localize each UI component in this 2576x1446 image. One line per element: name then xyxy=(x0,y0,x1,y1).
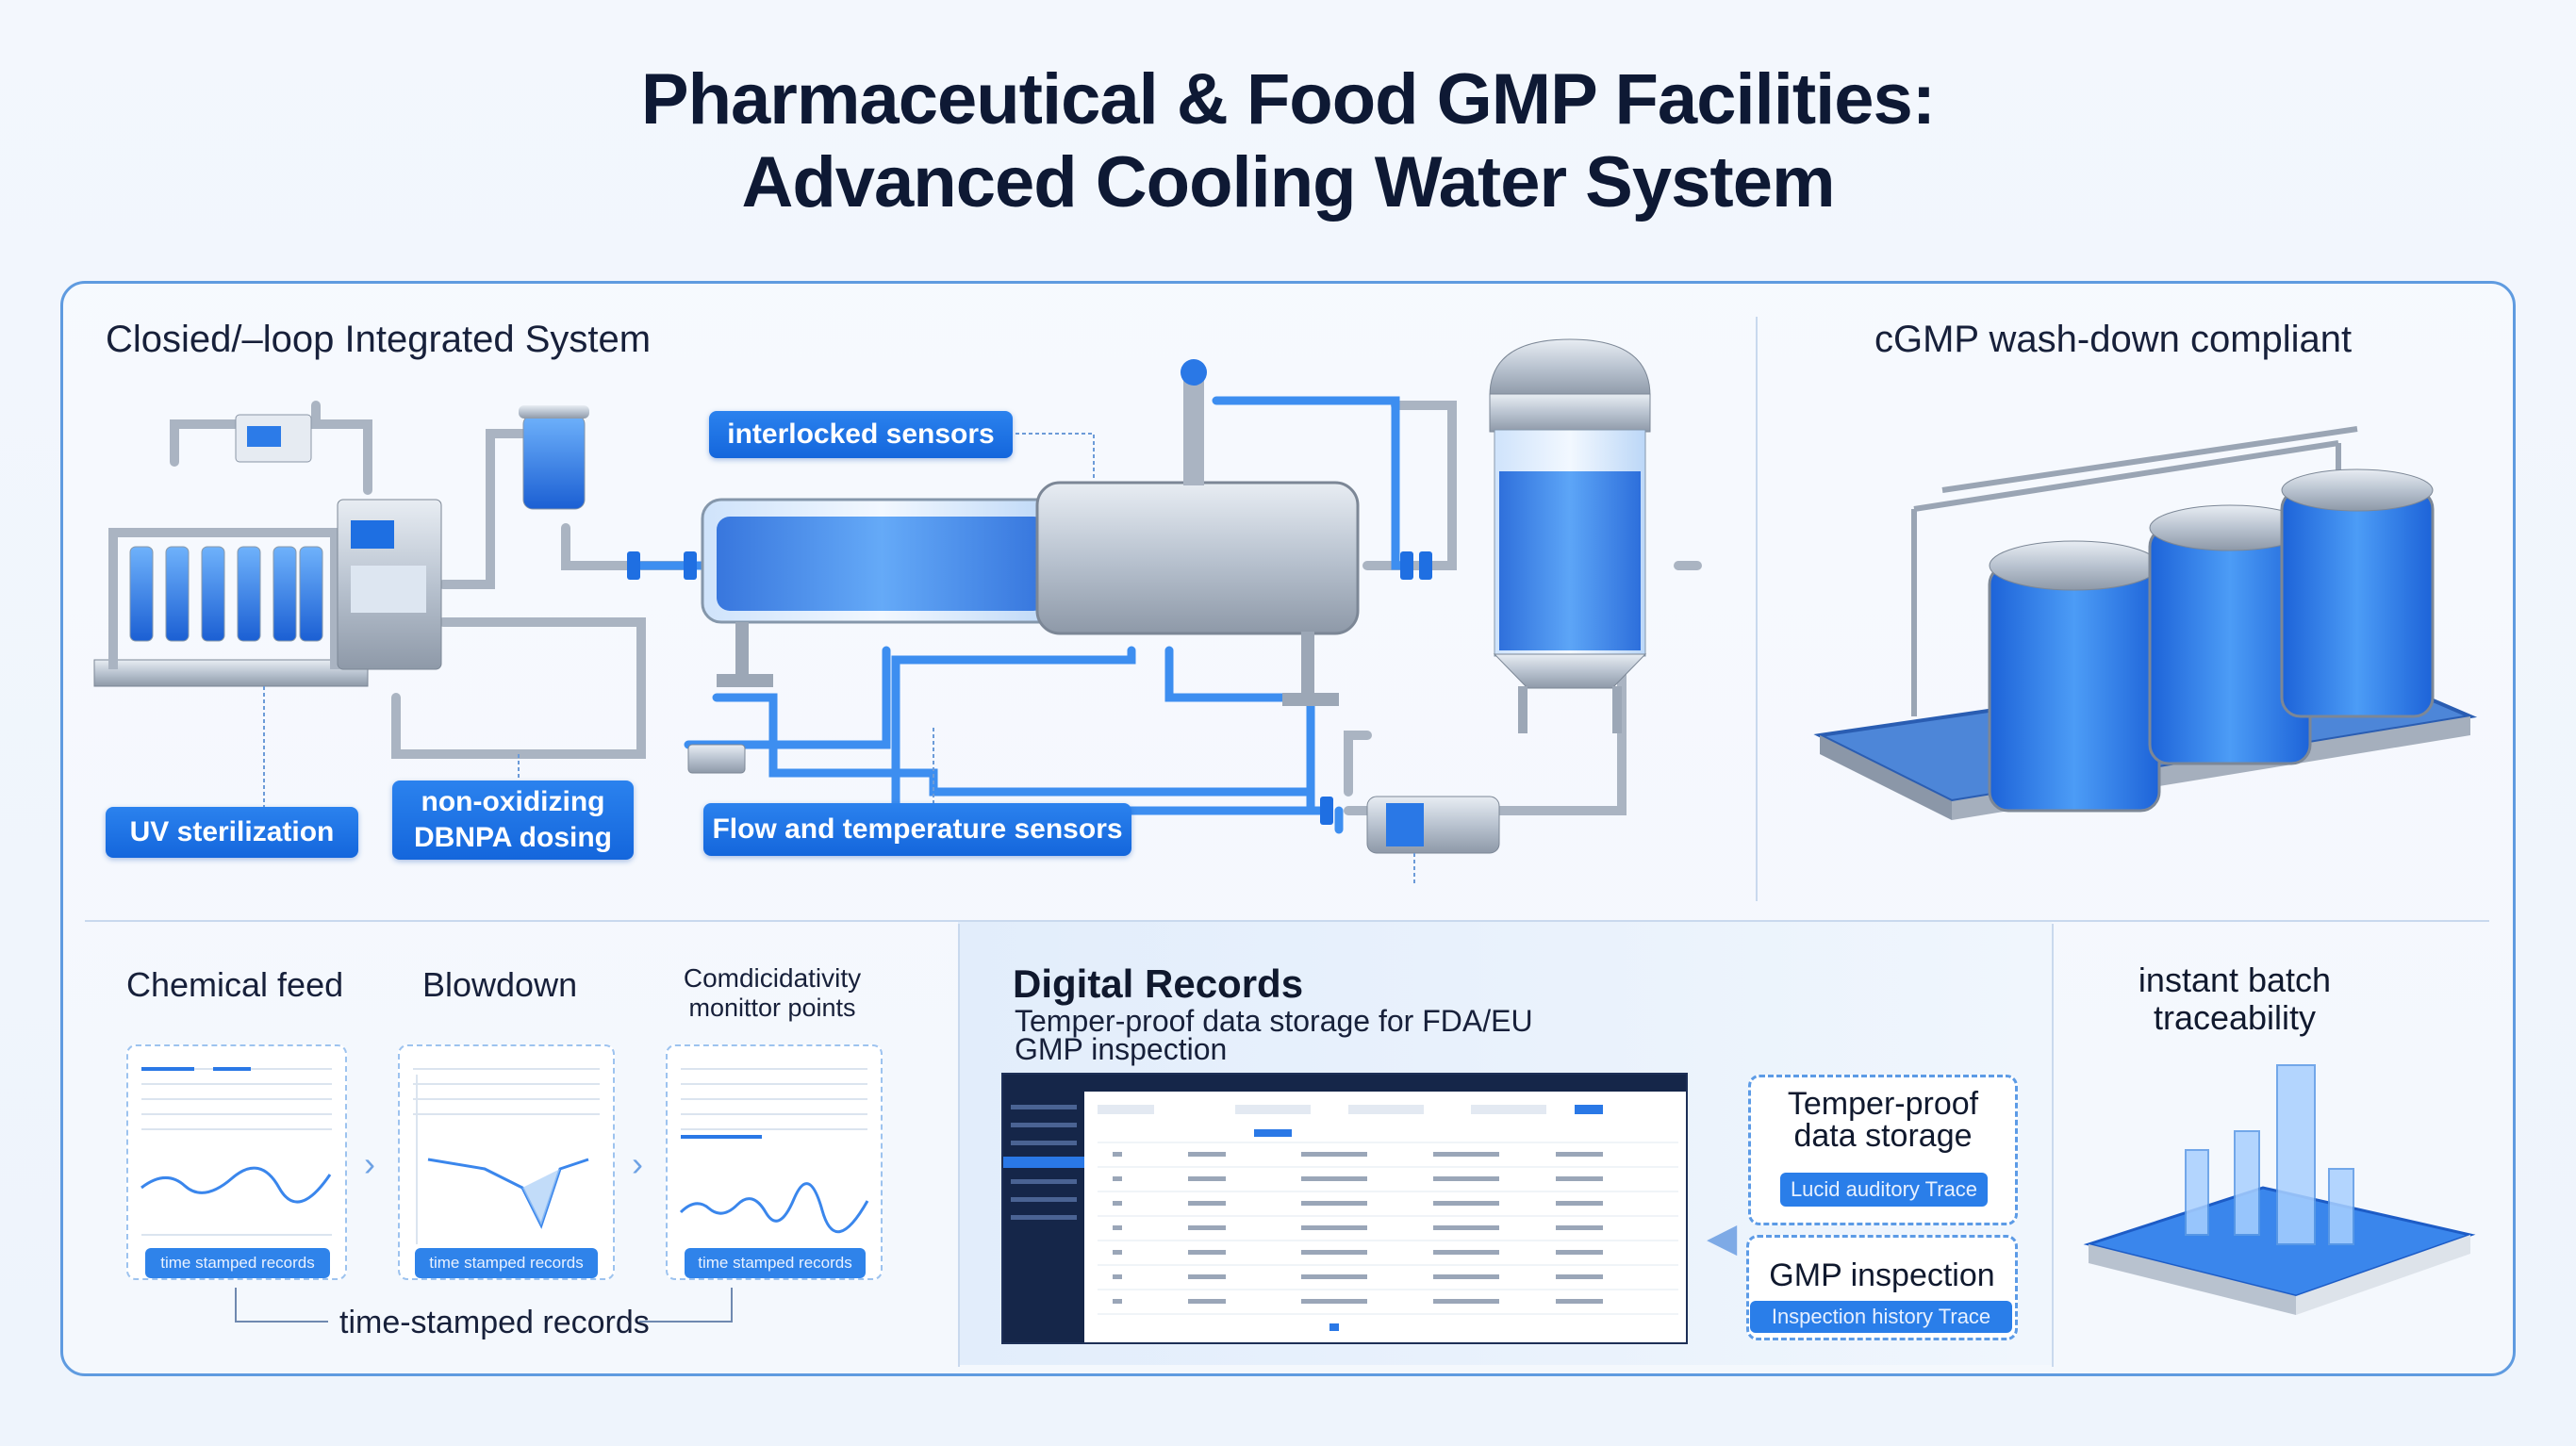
digital-records-subtitle-line1: Temper-proof data storage for FDA/EU xyxy=(1015,1004,1533,1038)
batch-traceability-line2: traceability xyxy=(2153,998,2317,1037)
arrow-right-icon: › xyxy=(364,1144,375,1183)
dbnpa-dosing-tag: non-oxidizing DBNPA dosing xyxy=(392,781,634,860)
time-stamped-records-label: time-stamped records xyxy=(339,1305,650,1340)
record-card-chemical-button[interactable]: time stamped records xyxy=(145,1248,330,1278)
record-card-blowdown-button[interactable]: time stamped records xyxy=(415,1248,598,1278)
digital-records-subtitle-line2: GMP inspection xyxy=(1015,1032,1228,1066)
dashboard-sidebar xyxy=(1003,1092,1084,1342)
records-dashboard xyxy=(1001,1073,1688,1344)
dashboard-table xyxy=(1098,1105,1678,1331)
dashboard-sidebar-active[interactable] xyxy=(1003,1157,1084,1168)
record-card-blowdown xyxy=(398,1044,615,1280)
record-card-chemical xyxy=(126,1044,347,1280)
dbnpa-dosing-line2: DBNPA dosing xyxy=(414,822,612,853)
page-title-line1: Pharmaceutical & Food GMP Facilities: xyxy=(640,59,1936,140)
tamper-proof-line2: data storage xyxy=(1793,1118,1973,1154)
tamper-proof-title: Temper-proof data storage xyxy=(1748,1088,2018,1152)
vertical-divider-top xyxy=(1756,317,1758,901)
conductivity-line1: Comdicidativity xyxy=(683,963,862,993)
interlocked-sensors-tag: interlocked sensors xyxy=(709,411,1013,458)
digital-records-heading: Digital Records xyxy=(1013,961,1304,1006)
record-card-conductivity xyxy=(666,1044,883,1280)
dbnpa-dosing-line1: non-oxidizing xyxy=(421,786,605,817)
inspection-history-button[interactable]: Inspection history Trace xyxy=(1750,1301,2012,1333)
tamper-proof-line1: Temper-proof xyxy=(1787,1086,1979,1122)
digital-records-subtitle: Temper-proof data storage for FDA/EU GMP… xyxy=(1015,1004,1533,1066)
page-title-line2: Advanced Cooling Water System xyxy=(741,142,1835,222)
horizontal-divider xyxy=(85,920,2489,922)
uv-sterilization-tag: UV sterilization xyxy=(106,807,358,858)
conductivity-line2: monittor points xyxy=(688,994,856,1022)
dashboard-topbar xyxy=(1003,1075,1686,1092)
vertical-divider-bottom-left xyxy=(958,924,960,1367)
arrow-right-icon: › xyxy=(632,1144,643,1183)
batch-traceability-label: instant batch traceability xyxy=(2074,961,2395,1037)
record-card-conductivity-chart xyxy=(679,1068,869,1233)
vertical-divider-bottom-right xyxy=(2052,924,2054,1367)
flow-temperature-sensors-tag: Flow and temperature sensors xyxy=(703,803,1131,856)
record-card-blowdown-chart xyxy=(413,1068,600,1244)
conductivity-label: Comdicidativity monittor points xyxy=(664,963,881,1023)
closed-loop-heading: Closied/–loop Integrated System xyxy=(106,319,652,360)
cgmp-heading: cGMP wash-down compliant xyxy=(1874,319,2353,360)
record-card-conductivity-button[interactable]: time stamped records xyxy=(685,1248,866,1278)
blowdown-label: Blowdown xyxy=(422,965,578,1004)
chemical-feed-label: Chemical feed xyxy=(126,965,344,1004)
batch-traceability-line1: instant batch xyxy=(2138,961,2332,999)
audit-trail-button[interactable]: Lucid auditory Trace xyxy=(1780,1173,1988,1207)
record-card-chemical-chart xyxy=(140,1067,332,1236)
records-bracket xyxy=(235,1288,733,1323)
arrow-left-icon: ◀ xyxy=(1707,1215,1738,1259)
gmp-inspection-title: GMP inspection xyxy=(1769,1257,1995,1293)
